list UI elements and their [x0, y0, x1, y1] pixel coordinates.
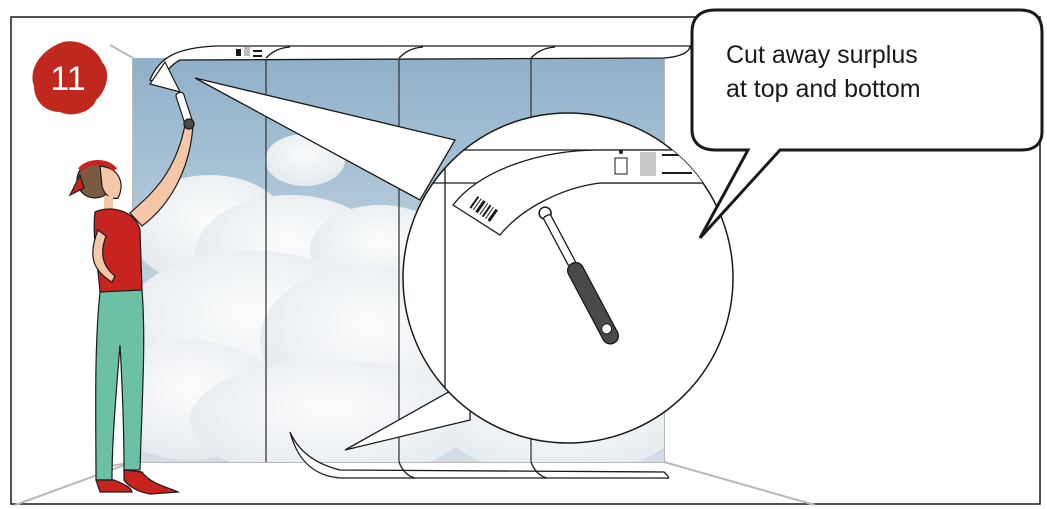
callout-line-2: at top and bottom	[726, 72, 1026, 106]
step-number: 11	[50, 60, 85, 98]
callout-text: Cut away surplus at top and bottom	[726, 38, 1026, 106]
step-badge: 11	[32, 41, 107, 114]
callout-line-1: Cut away surplus	[726, 38, 1026, 72]
